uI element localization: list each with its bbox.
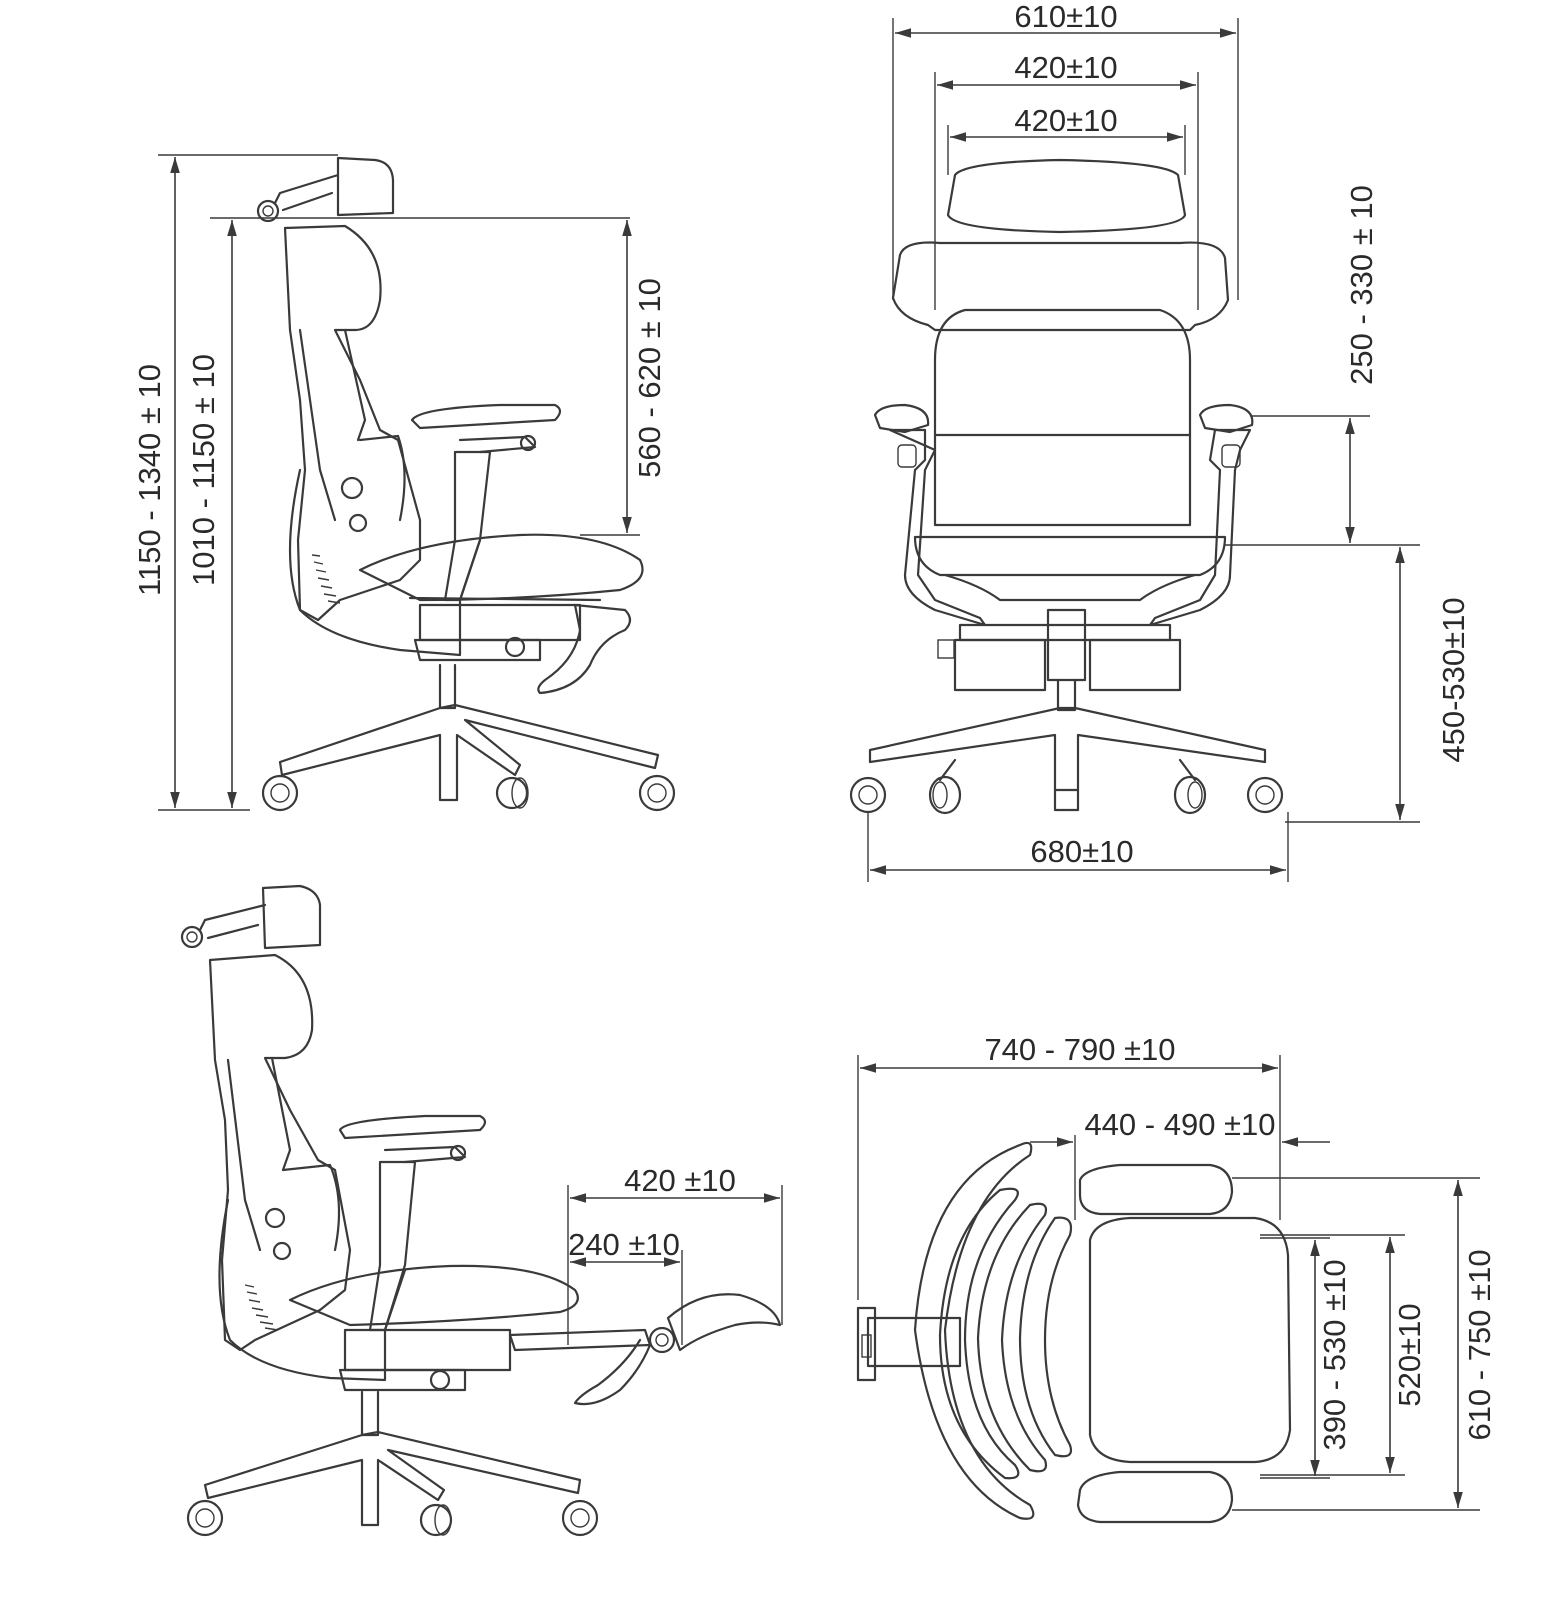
side-backrest: [283, 224, 422, 622]
footrest-view-base: [203, 1430, 582, 1527]
footrest-view-backrest: [208, 953, 352, 1352]
dim-headrest-width: 420±10: [1014, 103, 1117, 138]
front-headrest: [946, 158, 1187, 234]
dim-overall-depth: 740 - 790 ±10: [984, 1032, 1175, 1067]
footrest-view: 420 ±10 240 ±10: [180, 884, 783, 1537]
footrest-view-lumbar-spring: [244, 1284, 279, 1331]
side-footrest: [537, 603, 632, 695]
front-base: [868, 706, 1267, 792]
dim-backrest-width: 420±10: [1014, 50, 1117, 85]
dim-total-height: 1150 - 1340 ± 10: [132, 364, 167, 596]
dim-base-width: 680±10: [1030, 834, 1133, 869]
side-view: 1150 - 1340 ± 10 1010 - 1150 ± 10 560 - …: [132, 154, 676, 812]
top-armrest-upper: [1078, 1163, 1234, 1216]
dim-armrest-span: 390 - 530 ±10: [1317, 1259, 1352, 1450]
front-view: 610±10 420±10 420±10 250 - 330 ± 10 450-…: [849, 0, 1471, 882]
dim-top-overall-width: 610 - 750 ±10: [1462, 1249, 1497, 1440]
footrest-view-footrest-extended: [508, 1293, 782, 1406]
footrest-view-casters: [186, 1499, 599, 1537]
dim-seat-depth: 440 - 490 ±10: [1084, 1107, 1275, 1142]
side-base: [278, 703, 660, 802]
side-casters: [261, 774, 676, 812]
side-headrest: [256, 156, 395, 223]
front-casters: [849, 775, 1284, 815]
top-seat: [1088, 1216, 1292, 1464]
dim-seat-height: 450-530±10: [1436, 597, 1471, 762]
dim-backrest-height: 1010 - 1150 ± 10: [186, 354, 221, 586]
side-armrest: [410, 403, 562, 602]
dim-overall-width: 610±10: [1014, 0, 1117, 34]
side-seat: [358, 533, 644, 602]
dim-footrest-total: 420 ±10: [624, 1163, 736, 1198]
dim-seat-width: 520±10: [1392, 1303, 1427, 1406]
dim-armrest-height: 250 - 330 ± 10: [1344, 185, 1379, 385]
side-lumbar-spring: [311, 554, 341, 604]
top-backrest: [913, 1141, 1035, 1520]
top-armrest-lower: [1076, 1470, 1234, 1524]
footrest-view-seat: [288, 1264, 579, 1327]
front-backrest: [933, 308, 1192, 437]
top-view: 740 - 790 ±10 440 - 490 ±10 390 - 530 ±1…: [856, 1032, 1497, 1524]
front-seat: [913, 535, 1227, 577]
dim-back-above-seat: 560 - 620 ± 10: [632, 278, 667, 478]
front-armrests: [873, 403, 1254, 627]
dim-footrest-partial: 240 ±10: [568, 1227, 680, 1262]
